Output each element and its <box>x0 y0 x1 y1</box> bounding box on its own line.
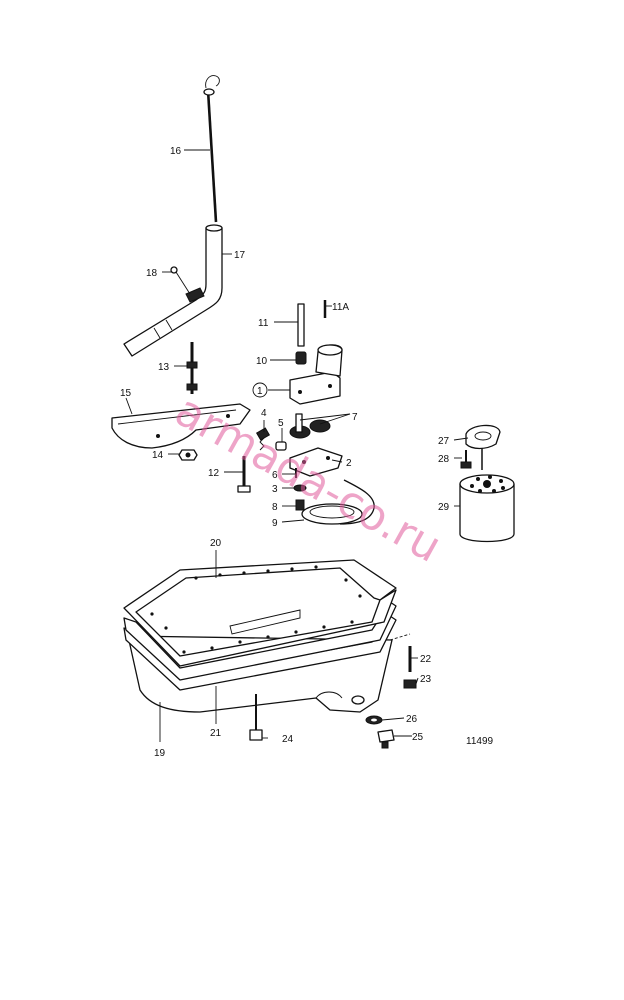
pump-gears-7 <box>289 413 331 439</box>
drain-plug-25 <box>377 729 395 749</box>
gasket-20 <box>123 559 397 667</box>
label-14: 14 <box>152 450 164 461</box>
label-3: 3 <box>272 484 278 495</box>
label-16: 16 <box>170 146 182 157</box>
label-1: 1 <box>257 386 263 397</box>
label-6: 6 <box>272 470 278 481</box>
leader-lines <box>125 149 469 742</box>
clamp-bolt <box>170 266 191 295</box>
label-26: 26 <box>406 714 418 725</box>
label-21: 21 <box>210 728 222 739</box>
label-11: 11 <box>258 318 269 329</box>
label-18: 18 <box>146 268 158 279</box>
label-28: 28 <box>438 454 450 465</box>
label-17: 17 <box>234 250 246 261</box>
nut-23 <box>403 679 417 689</box>
label-10: 10 <box>256 356 268 367</box>
dipstick-tube <box>123 224 223 357</box>
bolt-8 <box>295 499 305 511</box>
label-2: 2 <box>346 458 352 469</box>
gasket-21 <box>123 601 397 691</box>
stud-22 <box>389 633 412 672</box>
nut-14 <box>178 449 198 461</box>
label-23: 23 <box>420 674 432 685</box>
bolt-28 <box>460 450 472 469</box>
label-24: 24 <box>282 734 294 745</box>
spring-4 <box>255 427 271 451</box>
label-27: 27 <box>438 436 450 447</box>
pump-housing <box>289 344 343 405</box>
label-12: 12 <box>208 468 220 479</box>
oil-baffle <box>111 403 251 449</box>
figure-number: 11499 <box>466 736 494 747</box>
label-13: 13 <box>158 362 170 373</box>
label-19: 19 <box>154 748 166 759</box>
stud-13 <box>186 342 198 394</box>
oil-filter-29 <box>459 474 515 543</box>
pickup-screen-9 <box>301 479 375 525</box>
bolt-24 <box>249 694 263 741</box>
label-20: 20 <box>210 538 222 549</box>
part-labels: 16 17 18 11 11A 10 1 13 15 4 5 7 2 14 12… <box>120 146 494 759</box>
oil-pump-shaft-11 <box>297 300 327 347</box>
washer-26 <box>365 715 383 725</box>
label-9: 9 <box>272 518 278 529</box>
label-29: 29 <box>438 502 450 513</box>
label-11a: 11A <box>332 302 349 313</box>
label-7: 7 <box>352 412 358 423</box>
filter-adapter-27 <box>465 424 501 470</box>
label-4: 4 <box>261 408 267 419</box>
label-5: 5 <box>278 418 284 429</box>
callout-circle-1 <box>252 382 268 398</box>
label-15: 15 <box>120 388 132 399</box>
label-25: 25 <box>412 732 424 743</box>
plunger-5 <box>275 441 287 451</box>
label-8: 8 <box>272 502 278 513</box>
label-22: 22 <box>420 654 432 665</box>
pump-cover-2 <box>289 447 343 477</box>
dipstick <box>203 75 220 223</box>
sleeve-10 <box>295 351 307 365</box>
